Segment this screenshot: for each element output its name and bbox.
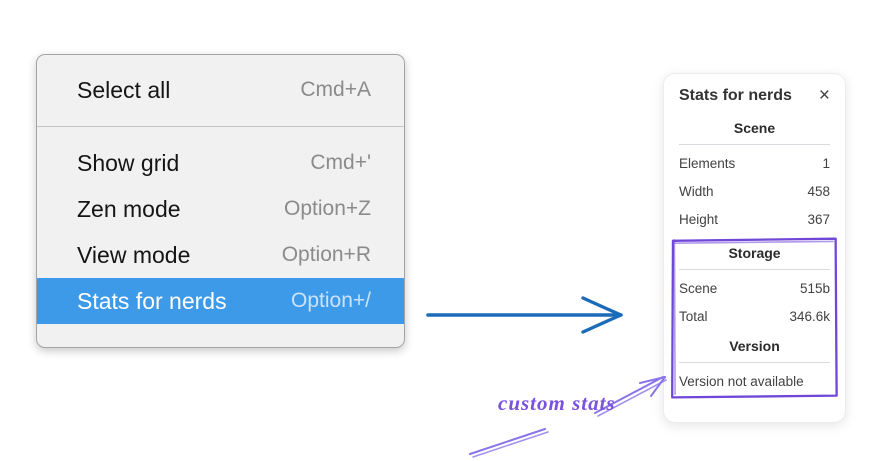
menu-item-shortcut: Option+Z: [284, 197, 371, 220]
context-menu: Select all Cmd+A Show grid Cmd+' Zen mod…: [36, 54, 405, 348]
stat-value: 1: [822, 156, 830, 171]
menu-item-shortcut: Cmd+A: [300, 78, 371, 101]
section-version: Version Version not available: [679, 338, 830, 394]
stat-label: Scene: [679, 281, 718, 296]
stat-value: 458: [807, 184, 830, 199]
section-storage: Storage Scene 515b Total 346.6k: [679, 245, 830, 331]
annotation-arrow-to-box: [594, 376, 667, 417]
menu-item-label: Show grid: [77, 149, 180, 176]
menu-item-show-grid[interactable]: Show grid Cmd+': [37, 140, 404, 186]
menu-item-zen-mode[interactable]: Zen mode Option+Z: [37, 186, 404, 232]
menu-item-label: View mode: [77, 241, 191, 268]
section-version-title: Version: [729, 338, 780, 354]
divider: [679, 362, 830, 363]
menu-item-view-mode[interactable]: View mode Option+R: [37, 232, 404, 278]
menu-divider: [37, 126, 404, 127]
stat-row-height: Height 367: [679, 206, 830, 234]
custom-stats-highlighted-area: Storage Scene 515b Total 346.6k Version …: [670, 236, 839, 400]
version-note: Version not available: [679, 374, 804, 389]
menu-item-shortcut: Option+/: [291, 289, 371, 312]
annotation-tail-stroke: [469, 428, 549, 458]
stats-panel: Stats for nerds × Scene Elements 1 Width…: [663, 73, 846, 423]
section-storage-title: Storage: [728, 245, 781, 261]
stats-panel-header: Stats for nerds ×: [679, 85, 830, 106]
divider: [679, 269, 830, 270]
stat-value: 346.6k: [789, 309, 830, 324]
stat-row-total-size: Total 346.6k: [679, 303, 830, 331]
annotation-label: custom stats: [498, 391, 616, 415]
annotation-arrows: [469, 376, 667, 458]
stat-label: Total: [679, 309, 708, 324]
menu-item-shortcut: Option+R: [281, 243, 371, 266]
stat-label: Elements: [679, 156, 736, 171]
menu-item-label: Zen mode: [77, 195, 181, 222]
menu-item-stats-for-nerds[interactable]: Stats for nerds Option+/: [37, 278, 404, 324]
close-icon[interactable]: ×: [818, 85, 830, 106]
menu-item-select-all[interactable]: Select all Cmd+A: [37, 67, 404, 113]
menu-item-shortcut: Cmd+': [310, 151, 371, 174]
menu-item-label: Stats for nerds: [77, 287, 227, 314]
stats-panel-title: Stats for nerds: [679, 87, 792, 104]
stat-row-elements: Elements 1: [679, 150, 830, 178]
section-scene-title: Scene: [733, 120, 776, 136]
stat-value: 367: [807, 212, 830, 227]
menu-item-label: Select all: [77, 76, 171, 103]
divider: [679, 144, 830, 145]
stat-row-scene-size: Scene 515b: [679, 275, 830, 303]
section-scene: Scene Elements 1 Width 458 Height 367: [679, 120, 830, 234]
stat-label: Height: [679, 212, 719, 227]
stat-label: Width: [679, 184, 714, 199]
stat-value: 515b: [799, 281, 830, 296]
stat-row-width: Width 458: [679, 178, 830, 206]
flow-arrow: [426, 296, 623, 334]
